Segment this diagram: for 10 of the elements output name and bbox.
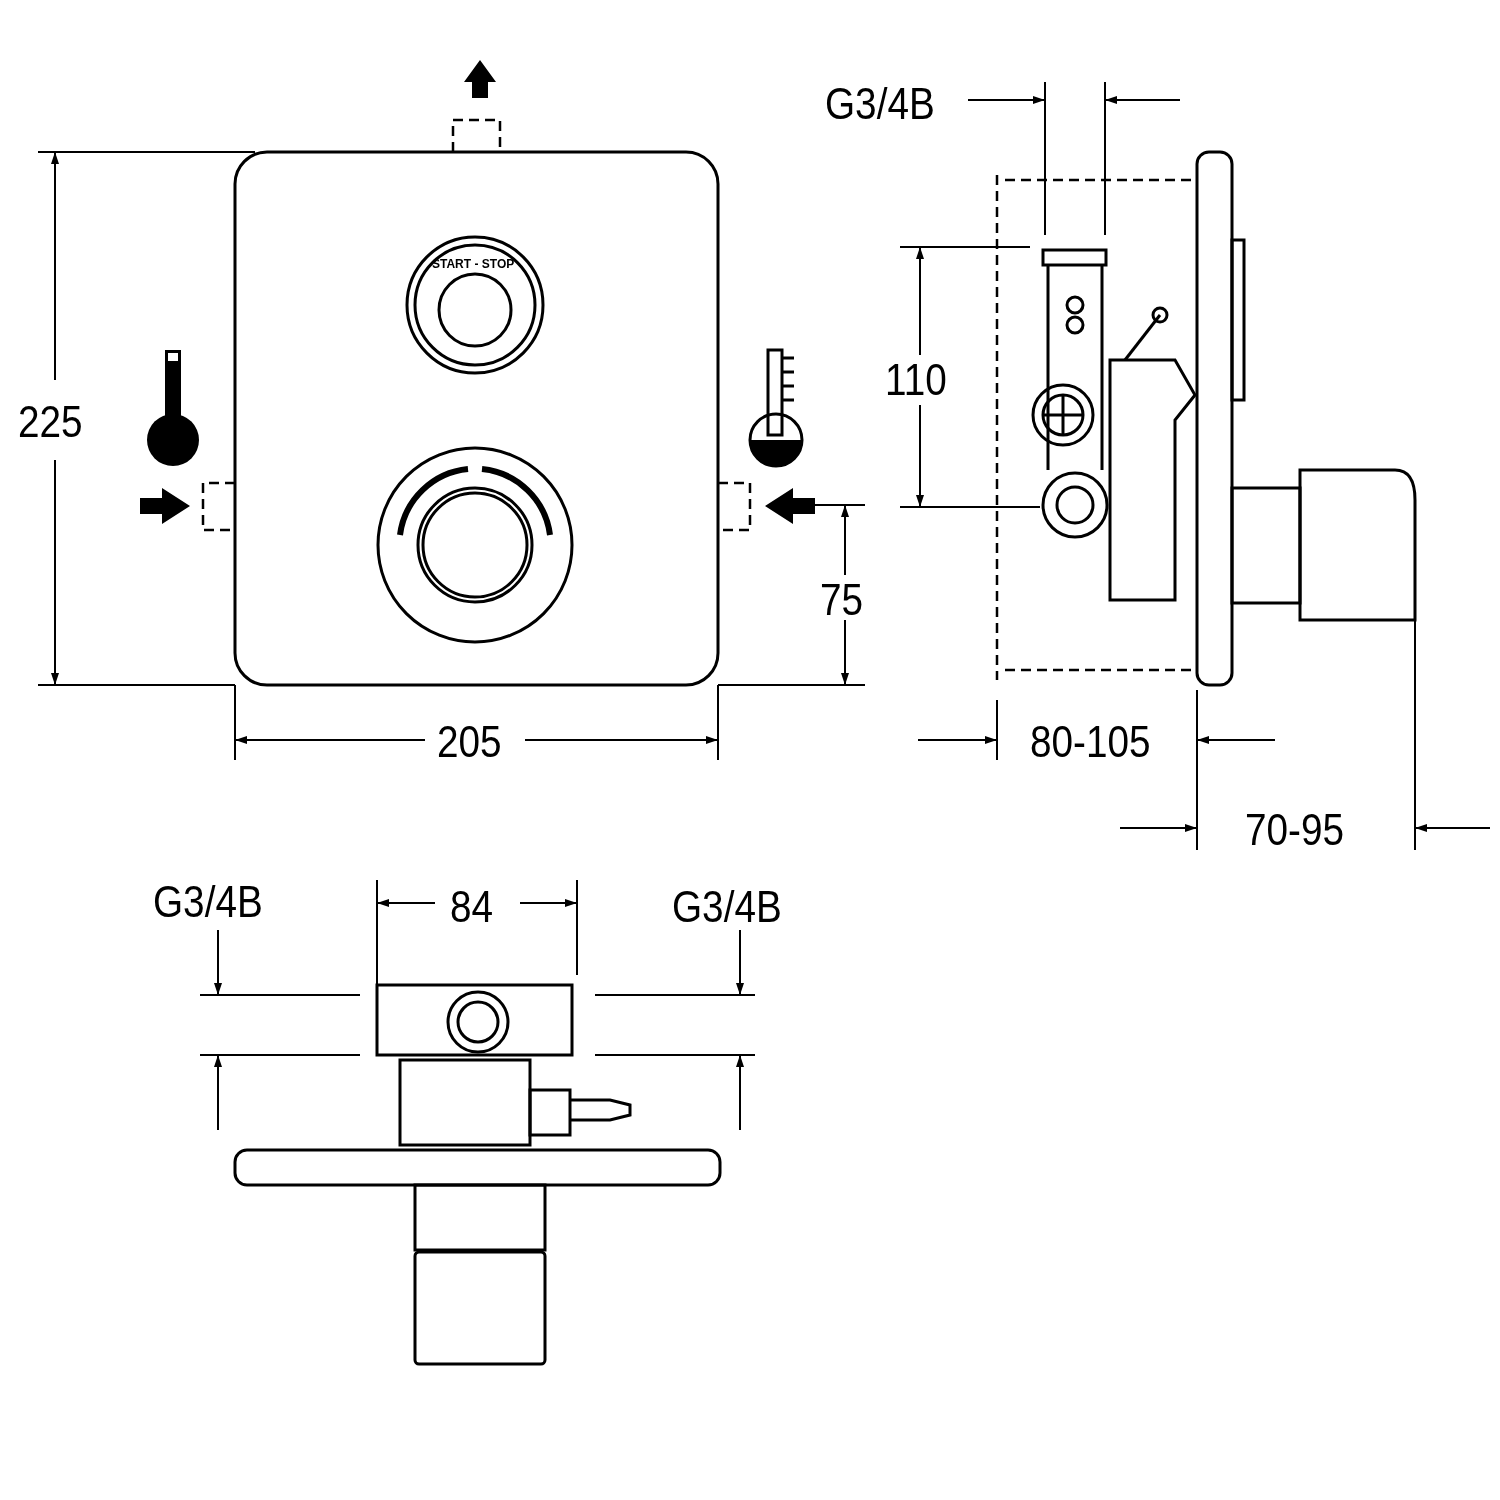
dimension-label: 225 xyxy=(18,400,83,444)
dimension-label: 205 xyxy=(437,720,502,764)
thread-size-label: G3/4B xyxy=(153,880,263,924)
thread-size-label: G3/4B xyxy=(672,885,782,929)
dimension-label: 75 xyxy=(820,578,864,622)
dimension-label: 110 xyxy=(885,358,947,402)
thread-size-label: G3/4B xyxy=(825,82,935,126)
dimension-label: 84 xyxy=(450,885,494,929)
dimension-label: 70-95 xyxy=(1245,808,1345,852)
dimension-label: 80-105 xyxy=(1030,720,1151,764)
